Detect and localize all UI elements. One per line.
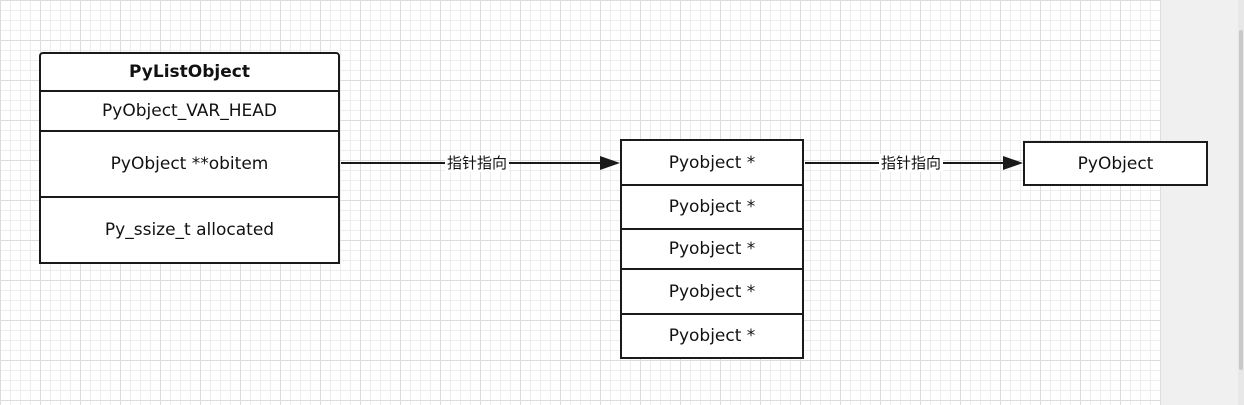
array-cell-2[interactable]: Pyobject *	[620, 228, 804, 270]
field-var-head[interactable]: PyObject_VAR_HEAD	[39, 90, 340, 132]
array-cell-4[interactable]: Pyobject *	[620, 313, 804, 359]
side-panel	[1160, 0, 1244, 405]
array-cell-0[interactable]: Pyobject *	[620, 139, 804, 186]
edge-label-obitem-to-array[interactable]: 指针指向	[445, 154, 510, 172]
array-cell-3[interactable]: Pyobject *	[620, 268, 804, 315]
pylistobject-title[interactable]: PyListObject	[39, 52, 340, 92]
pyobject-box[interactable]: PyObject	[1023, 141, 1208, 186]
field-obitem[interactable]: PyObject **obitem	[39, 130, 340, 198]
edge-label-array-to-object[interactable]: 指针指向	[879, 154, 944, 172]
scrollbar-thumb[interactable]	[1239, 30, 1243, 370]
array-cell-1[interactable]: Pyobject *	[620, 184, 804, 230]
field-allocated[interactable]: Py_ssize_t allocated	[39, 196, 340, 264]
